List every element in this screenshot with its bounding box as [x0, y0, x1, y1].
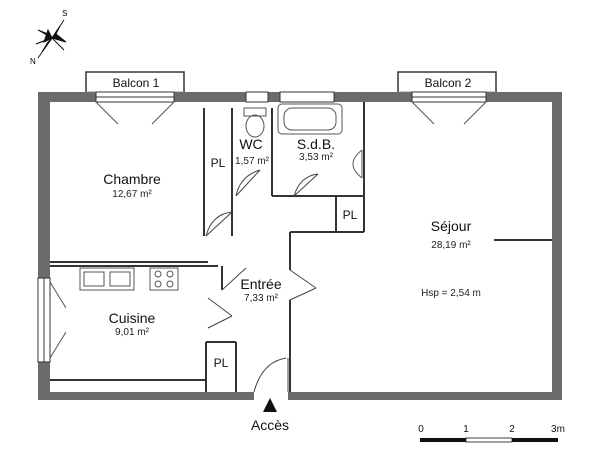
scale-tick-3m: 3m [551, 424, 565, 435]
storage-pl-2: PL [342, 208, 358, 222]
room-name-sdb: S.d.B. [296, 136, 336, 152]
room-area-chambre: 12,67 m² [112, 189, 152, 200]
storage-pl-3: PL [213, 356, 229, 370]
room-name-wc: WC [239, 136, 263, 152]
balcon-2-label: Balcon 2 [424, 76, 472, 90]
window-swings [49, 101, 487, 359]
toilet-icon [243, 107, 267, 138]
room-name-cuisine: Cuisine [108, 310, 156, 326]
room-area-wc: 1,57 m² [235, 156, 269, 167]
room-area-entree: 7,33 m² [244, 293, 278, 304]
kitchen-cooktop-icon [149, 267, 179, 291]
compass-s-label: S [62, 9, 67, 18]
room-area-sejour: 28,19 m² [431, 240, 471, 251]
washbasin-icon [352, 149, 363, 179]
room-name-sejour: Séjour [430, 218, 472, 234]
scale-tick-0: 0 [418, 424, 424, 435]
kitchen-sink-icon [79, 267, 135, 291]
scale-tick-1: 1 [463, 424, 469, 435]
compass-n-label: N [30, 57, 36, 66]
access-label: Accès [250, 417, 290, 433]
room-name-entree: Entrée [240, 276, 282, 292]
door-swings [205, 169, 319, 393]
room-area-sdb: 3,53 m² [299, 152, 333, 163]
exterior-walls [38, 92, 562, 400]
compass-rose-icon [35, 19, 67, 59]
sejour-ceiling-height: Hsp = 2,54 m [421, 288, 481, 299]
scale-bar [420, 437, 558, 443]
balcon-1-label: Balcon 1 [112, 76, 160, 90]
access-arrow-icon [263, 398, 277, 412]
room-area-cuisine: 9,01 m² [115, 327, 149, 338]
windows [37, 91, 487, 363]
interior-walls [50, 102, 552, 392]
storage-pl-1: PL [210, 156, 226, 170]
room-name-chambre: Chambre [103, 171, 161, 187]
bathtub-icon [277, 103, 343, 135]
scale-tick-2: 2 [509, 424, 515, 435]
